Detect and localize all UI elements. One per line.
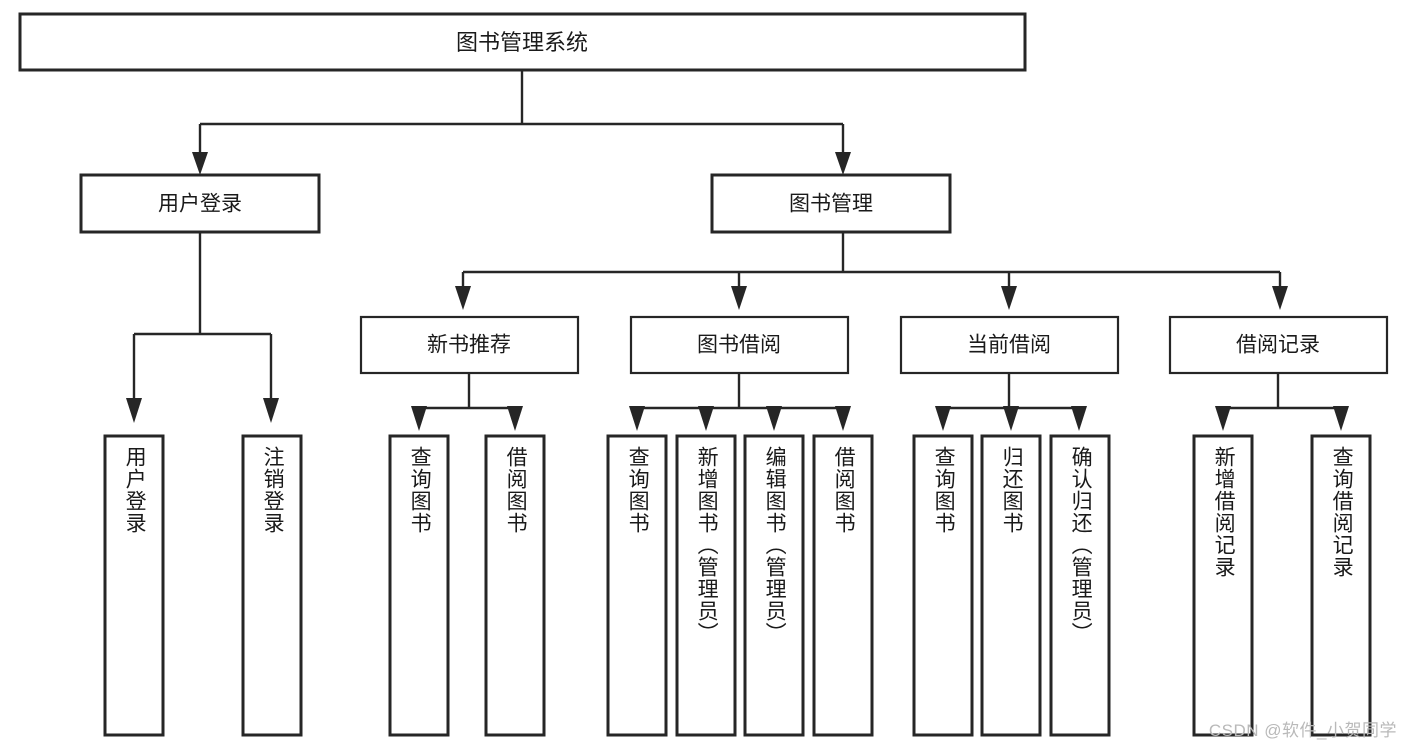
leaf-box-borrow-record-1[interactable] [1310, 434, 1372, 737]
leaf-box-book-borrow-2[interactable] [743, 434, 805, 737]
arrow-icon-root-to-book-mgmt [835, 152, 851, 175]
connector-group-book-mgmt [455, 232, 1288, 310]
leaf-box-borrow-record-0[interactable] [1192, 434, 1254, 737]
arrow-icon-borrow-record-leaf-1 [1333, 406, 1349, 431]
node-book-mgmt[interactable]: 图书管理 [710, 173, 952, 234]
node-user-login-box[interactable] [79, 173, 321, 234]
arrow-icon-new-book-leaf-0 [411, 406, 427, 431]
leaf-box-current-borrow-1[interactable] [980, 434, 1042, 737]
connector-group-user-login [126, 232, 279, 423]
node-new-book-recommend[interactable]: 新书推荐 [359, 315, 580, 375]
leaf-box-user-login-1[interactable] [241, 434, 303, 737]
arrow-icon-book-borrow-leaf-1 [698, 406, 714, 431]
node-root-label: 图书管理系统 [456, 30, 588, 55]
node-root[interactable]: 图书管理系统 [18, 12, 1027, 72]
node-book-borrow-label: 图书借阅 [697, 334, 781, 357]
node-borrow-record[interactable]: 借阅记录 [1168, 315, 1389, 375]
leaf-box-current-borrow-2[interactable] [1049, 434, 1111, 737]
node-book-mgmt-box[interactable] [710, 173, 952, 234]
node-current-borrow-box[interactable] [899, 315, 1120, 375]
node-new-book-recommend-label: 新书推荐 [427, 334, 511, 357]
connector-group-root [192, 70, 851, 175]
node-book-borrow[interactable]: 图书借阅 [629, 315, 850, 375]
node-borrow-record-box[interactable] [1168, 315, 1389, 375]
arrow-icon-current-borrow-leaf-1 [1003, 406, 1019, 431]
leaf-box-book-borrow-3[interactable] [812, 434, 874, 737]
arrow-icon-book-borrow-leaf-0 [629, 406, 645, 431]
node-root-box[interactable] [18, 12, 1027, 72]
arrow-icon-book-borrow-leaf-2 [766, 406, 782, 431]
csdn-watermark: CSDN @软件_小贺同学 [1208, 721, 1397, 740]
leaf-box-book-borrow-0[interactable] [606, 434, 668, 737]
leaf-box-book-borrow-1[interactable] [675, 434, 737, 737]
arrow-icon-current-borrow-leaf-0 [935, 406, 951, 431]
connector-group-book-borrow [629, 373, 851, 431]
leaf-box-new-book-1[interactable] [484, 434, 546, 737]
leaf-box-current-borrow-0[interactable] [912, 434, 974, 737]
node-book-mgmt-label: 图书管理 [789, 193, 873, 216]
arrow-icon-borrow-record-leaf-0 [1215, 406, 1231, 431]
arrow-icon-root-to-user-login [192, 152, 208, 175]
arrow-icon-current-borrow-leaf-2 [1071, 406, 1087, 431]
node-current-borrow[interactable]: 当前借阅 [899, 315, 1120, 375]
arrow-icon-user-login-leaf-0 [126, 398, 142, 423]
node-current-borrow-label: 当前借阅 [967, 334, 1051, 357]
connector-group-current-borrow [935, 373, 1087, 431]
connector-group-new-book [411, 373, 523, 431]
node-new-book-recommend-box[interactable] [359, 315, 580, 375]
node-user-login-label: 用户登录 [158, 193, 242, 216]
connector-group-borrow-record [1215, 373, 1349, 431]
arrow-icon-book-mgmt-l2-2 [1001, 286, 1017, 310]
arrow-icon-book-mgmt-l2-3 [1272, 286, 1288, 310]
leaf-box-new-book-0[interactable] [388, 434, 450, 737]
leaf-box-user-login-0[interactable] [103, 434, 165, 737]
node-user-login[interactable]: 用户登录 [79, 173, 321, 234]
arrow-icon-book-mgmt-l2-0 [455, 286, 471, 310]
arrow-icon-book-borrow-leaf-3 [835, 406, 851, 431]
node-borrow-record-label: 借阅记录 [1236, 334, 1320, 357]
node-book-borrow-box[interactable] [629, 315, 850, 375]
arrow-icon-user-login-leaf-1 [263, 398, 279, 423]
arrow-icon-book-mgmt-l2-1 [731, 286, 747, 310]
arrow-icon-new-book-leaf-1 [507, 406, 523, 431]
